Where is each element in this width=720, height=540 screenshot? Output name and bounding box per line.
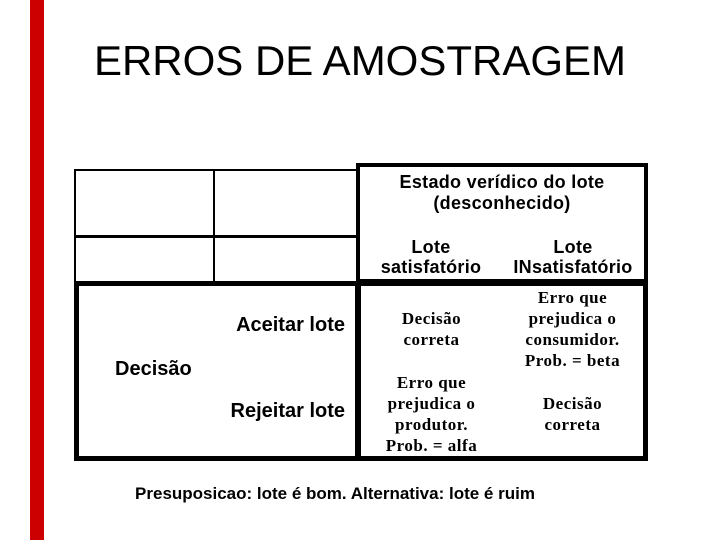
- cell-accept-satisfactory-line1: Decisão: [401, 308, 462, 328]
- state-header-line1: Estado verídico do lote: [399, 172, 605, 192]
- cell-reject-unsatisfactory: Decisão correta: [543, 393, 602, 435]
- cell-reject-satisfactory-line1: Erro que: [396, 372, 467, 392]
- column-header-satisfactory: Lote satisfatório: [360, 237, 502, 277]
- cell-reject-satisfactory-line3: produtor.: [395, 414, 468, 434]
- decision-group-label: Decisão: [115, 358, 192, 380]
- empty-grid: [74, 169, 360, 283]
- decision-block: Aceitar lote Decisão Rejeitar lote: [74, 281, 360, 461]
- state-header-line2: (desconhecido): [433, 193, 571, 213]
- outcomes-block: Decisão correta Erro que prejudica o con…: [356, 281, 648, 461]
- footer-note: Presuposicao: lote é bom. Alternativa: l…: [135, 484, 535, 503]
- column-headers: Lote satisfatório Lote INsatisfatório: [360, 237, 644, 277]
- left-accent-bar: [30, 0, 44, 540]
- cell-reject-satisfactory: Erro que prejudica o produtor. Prob. = a…: [386, 372, 477, 456]
- cell-reject-satisfactory-line2: prejudica o: [387, 393, 476, 413]
- state-header: Estado verídico do lote (desconhecido): [360, 172, 644, 214]
- cell-reject-unsatisfactory-line2: correta: [544, 414, 601, 434]
- cell-reject-unsatisfactory-line1: Decisão: [542, 393, 603, 413]
- column-header-satisfactory-line2: satisfatório: [380, 257, 482, 277]
- empty-grid-row-divider: [76, 235, 358, 238]
- cell-accept-satisfactory-line2: correta: [403, 329, 460, 349]
- state-header-block: Estado verídico do lote (desconhecido) L…: [356, 163, 648, 283]
- cell-accept-unsatisfactory-line4: Prob. = beta: [524, 350, 621, 370]
- cell-reject-satisfactory-line4: Prob. = alfa: [385, 435, 478, 455]
- column-header-satisfactory-line1: Lote: [411, 237, 451, 257]
- slide-title: ERROS DE AMOSTRAGEM: [93, 37, 627, 84]
- row-label-accept: Aceitar lote: [236, 314, 345, 336]
- column-header-unsatisfactory-line2: INsatisfatório: [513, 257, 633, 277]
- row-label-reject: Rejeitar lote: [230, 400, 345, 422]
- column-header-unsatisfactory-line1: Lote: [553, 237, 593, 257]
- cell-accept-unsatisfactory-line2: prejudica o: [528, 308, 617, 328]
- cell-accept-satisfactory: Decisão correta: [402, 308, 461, 350]
- cell-accept-unsatisfactory: Erro que prejudica o consumidor. Prob. =…: [525, 287, 620, 371]
- empty-grid-column-divider: [213, 171, 215, 281]
- cell-accept-unsatisfactory-line1: Erro que: [537, 287, 608, 307]
- column-header-unsatisfactory: Lote INsatisfatório: [502, 237, 644, 277]
- cell-accept-unsatisfactory-line3: consumidor.: [525, 329, 620, 349]
